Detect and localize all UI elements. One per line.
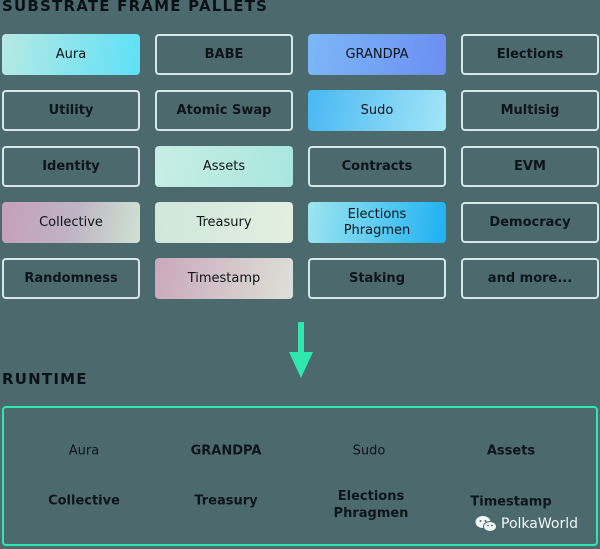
arrow-shaft — [298, 322, 304, 358]
pallet-babe: BABE — [155, 34, 293, 75]
pallet-label: Democracy — [489, 214, 571, 230]
runtime-item-aura: Aura — [68, 443, 100, 459]
pallet-evm: EVM — [461, 146, 599, 187]
pallet-and-more: and more... — [461, 258, 599, 299]
pallet-label: Elections — [496, 46, 564, 62]
pallet-label: Multisig — [500, 102, 560, 118]
runtime-item-timestamp: Timestamp — [470, 494, 552, 510]
pallet-label: Elections Phragmen — [343, 206, 411, 238]
runtime-section-title: RUNTIME — [2, 370, 88, 388]
pallet-staking: Staking — [308, 258, 446, 299]
pallet-label: Treasury — [196, 214, 252, 230]
pallet-label: Timestamp — [187, 270, 261, 286]
pallet-aura: Aura — [2, 34, 140, 75]
runtime-box: Aura GRANDPA Sudo Assets Collective Trea… — [2, 406, 598, 546]
pallet-atomic-swap: Atomic Swap — [155, 90, 293, 131]
pallet-label: Staking — [348, 270, 405, 286]
pallet-label: EVM — [514, 158, 546, 174]
runtime-item-collective: Collective — [48, 493, 120, 509]
pallet-label: Identity — [42, 158, 100, 174]
pallet-label: Sudo — [360, 102, 394, 118]
pallet-contracts: Contracts — [308, 146, 446, 187]
pallet-randomness: Randomness — [2, 258, 140, 299]
pallet-label: Utility — [48, 102, 94, 118]
pallet-sudo: Sudo — [308, 90, 446, 131]
pallet-label: GRANDPA — [345, 46, 409, 62]
pallet-label: Assets — [202, 158, 246, 174]
runtime-item-sudo: Sudo — [352, 443, 386, 459]
pallet-treasury: Treasury — [155, 202, 293, 243]
pallet-label: Collective — [39, 214, 103, 230]
pallet-elections-phragmen: Elections Phragmen — [308, 202, 446, 243]
pallet-label: Contracts — [341, 158, 413, 174]
runtime-item-assets: Assets — [486, 443, 536, 459]
pallet-democracy: Democracy — [461, 202, 599, 243]
pallet-timestamp: Timestamp — [155, 258, 293, 299]
pallet-label: Atomic Swap — [176, 102, 272, 118]
runtime-item-grandpa: GRANDPA — [190, 443, 262, 459]
pallet-identity: Identity — [2, 146, 140, 187]
wechat-icon — [475, 516, 498, 532]
runtime-item-treasury: Treasury — [194, 493, 258, 509]
pallet-collective: Collective — [2, 202, 140, 243]
arrow-head — [289, 352, 313, 378]
runtime-item-elections-phragmen: Elections Phragmen — [333, 489, 409, 521]
pallet-label: Aura — [55, 46, 87, 62]
pallets-section-title: SUBSTRATE FRAME PALLETS — [2, 0, 269, 15]
pallet-label: Randomness — [24, 270, 118, 286]
pallet-multisig: Multisig — [461, 90, 599, 131]
watermark-text: PolkaWorld — [501, 516, 578, 532]
pallet-label: and more... — [487, 270, 573, 286]
pallet-assets: Assets — [155, 146, 293, 187]
watermark: PolkaWorld — [475, 515, 578, 533]
pallet-utility: Utility — [2, 90, 140, 131]
pallet-elections: Elections — [461, 34, 599, 75]
pallet-grandpa: GRANDPA — [308, 34, 446, 75]
pallets-grid: Aura BABE GRANDPA Elections Utility Atom… — [2, 34, 599, 299]
down-arrow-icon — [289, 322, 313, 378]
pallet-label: BABE — [204, 46, 244, 62]
